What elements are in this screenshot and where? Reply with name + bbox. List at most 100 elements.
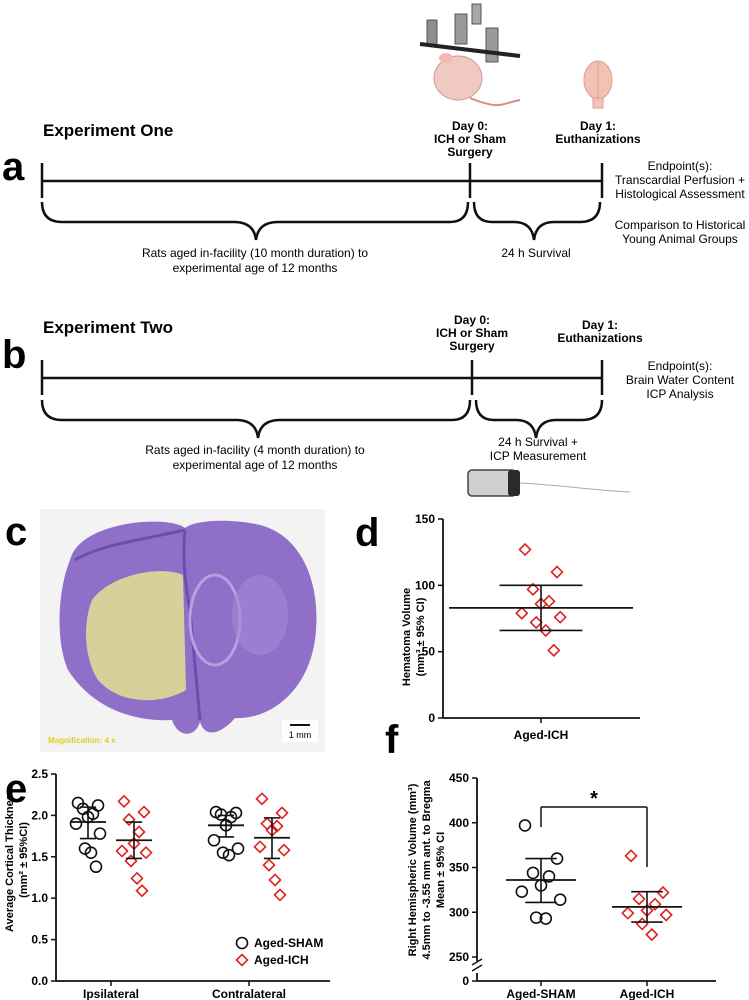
brain-section-image [59,520,317,734]
panel-e-legend-label: Aged-SHAM [254,936,323,950]
panel-e-point [273,888,287,902]
brain-icon [583,60,613,109]
panel-e-point [231,842,245,855]
exp2-survival-line1: 24 h Survival + [498,435,578,449]
panel-f-letter: f [385,718,399,762]
panel-e-point [275,806,289,820]
panel-d-chart: d Hematoma Volume (mm³ ± 95% CI) 0501001… [355,511,640,742]
exp1-aging-line1: Rats aged in-facility (10 month duration… [142,246,368,260]
exp1-day1-label-line1: Day 1: [580,119,616,133]
svg-text:Comparison to Historical: Comparison to Historical [615,218,746,232]
exp2-aging-line1: Rats aged in-facility (4 month duration)… [145,443,365,457]
svg-text:Transcardial Perfusion +: Transcardial Perfusion + [615,173,745,187]
exp2-day0-label-line2: ICH or Sham [436,326,508,340]
panel-d-point [518,542,532,557]
svg-text:Endpoint(s):: Endpoint(s): [648,359,713,373]
exp2-survival-line2: ICP Measurement [490,449,587,463]
panel-b: b Experiment Two Day 0: ICH or Sham Surg… [2,313,735,497]
panel-e-chart: e Average Cortical Thickness (mm² ± 95%C… [4,767,330,1000]
svg-text:Brain Water Content: Brain Water Content [626,373,735,387]
panel-f-point [526,866,540,880]
panel-c: c Magnification: 4 x 1 mm [5,509,325,752]
svg-text:Histological Assessment: Histological Assessment [615,187,745,201]
panel-e-point [89,860,103,874]
panel-e-category-label: Contralateral [212,987,286,1000]
exp1-day0-label-line3: Surgery [447,145,493,159]
panel-f-category-label: Aged-SHAM [506,987,575,1000]
panel-e-ytick-label: 0.0 [31,974,48,988]
panel-f-axis-break-mark [471,958,483,966]
panel-e-ylabel-line2: (mm² ± 95%CI) [18,822,30,898]
panel-e-point [277,843,291,857]
panel-f-significance-star: * [590,788,598,810]
panel-e-point [122,812,136,827]
panel-e-point [260,817,274,831]
exp1-endpoints: Endpoint(s): Transcardial Perfusion + Hi… [615,159,746,246]
panel-e-point [130,871,144,885]
panel-d-letter: d [355,511,379,555]
panel-d-point [526,582,540,596]
panel-e-point [124,854,138,868]
panel-d-ylabel-line1: Hematoma Volume [401,588,413,686]
rat-stereotaxic-icon [419,3,521,106]
panel-b-letter: b [2,333,26,377]
panel-e-point [137,805,151,819]
exp1-aging-line2: experimental age of 12 months [173,261,338,275]
panel-d-point [539,623,553,638]
panel-e-point [84,846,98,859]
magnification-label: Magnification: 4 x [48,736,116,745]
panel-a: a Experiment One Day 0: ICH or Sham Surg… [2,3,746,275]
panel-f-ytick-label: 450 [449,771,469,785]
panel-e-point [135,884,149,898]
panel-d-ytick-label: 150 [415,512,435,526]
panel-d-point [542,594,556,608]
panel-f-chart: f Right Hemispheric Volume (mm³) 4.5mm t… [385,718,716,1000]
panel-f-category-label: Aged-ICH [620,987,675,1000]
panel-f-ytick-label: 250 [449,950,469,964]
panel-f-point [624,849,638,863]
panel-d-category-label: Aged-ICH [514,728,569,742]
panel-f-point [645,927,659,942]
exp2-day0-label-line3: Surgery [449,339,495,353]
panel-f-ylabel-line3: Mean ± 95% CI [435,832,447,908]
panel-e-category-label: Ipsilateral [83,987,139,1000]
exp2-timeline [40,360,604,439]
scale-bar-label: 1 mm [289,730,312,740]
exp1-day1-label-line2: Euthanizations [555,132,641,146]
panel-e-point [262,858,276,872]
panel-a-letter: a [2,145,25,189]
panel-f-ytick-label: 300 [449,905,469,919]
panel-f-ylabel-line1: Right Hemispheric Volume (mm³) [407,783,419,956]
exp1-timeline [40,163,604,241]
panel-f-point [515,885,529,898]
panel-c-letter: c [5,510,27,554]
panel-e-ytick-label: 0.5 [31,933,48,947]
panel-e-ylabel-line1: Average Cortical Thickness [4,788,16,932]
panel-e-point [69,817,83,830]
panel-e-letter: e [5,767,27,811]
panel-f-point [656,885,670,900]
icp-probe-icon [467,469,631,497]
panel-d-ytick-label: 0 [428,711,435,725]
panel-e-point [222,848,236,862]
panel-f-point [553,893,567,907]
exp2-endpoints: Endpoint(s): Brain Water Content ICP Ana… [626,359,735,401]
panel-d-ylabel-line2: (mm³ ± 95% CI) [415,597,427,676]
panel-d-point [553,610,567,624]
panel-e-legend-marker [235,936,249,950]
panel-d-point [550,565,564,579]
panel-e-point [93,827,107,840]
panel-f-point [518,819,532,832]
panel-e-point [216,846,230,859]
exp2-day0-label-line1: Day 0: [454,313,490,327]
panel-d-ytick-label: 50 [422,645,436,659]
panel-d-point [547,643,561,657]
panel-f-ytick-label: 0 [462,974,469,988]
panel-d-point [529,615,543,630]
svg-text:ICP Analysis: ICP Analysis [646,387,713,401]
svg-text:Endpoint(s):: Endpoint(s): [648,159,713,173]
exp1-day0-label-line2: ICH or Sham [434,132,506,146]
panel-f-point [632,892,646,906]
panel-f-point [648,897,662,911]
